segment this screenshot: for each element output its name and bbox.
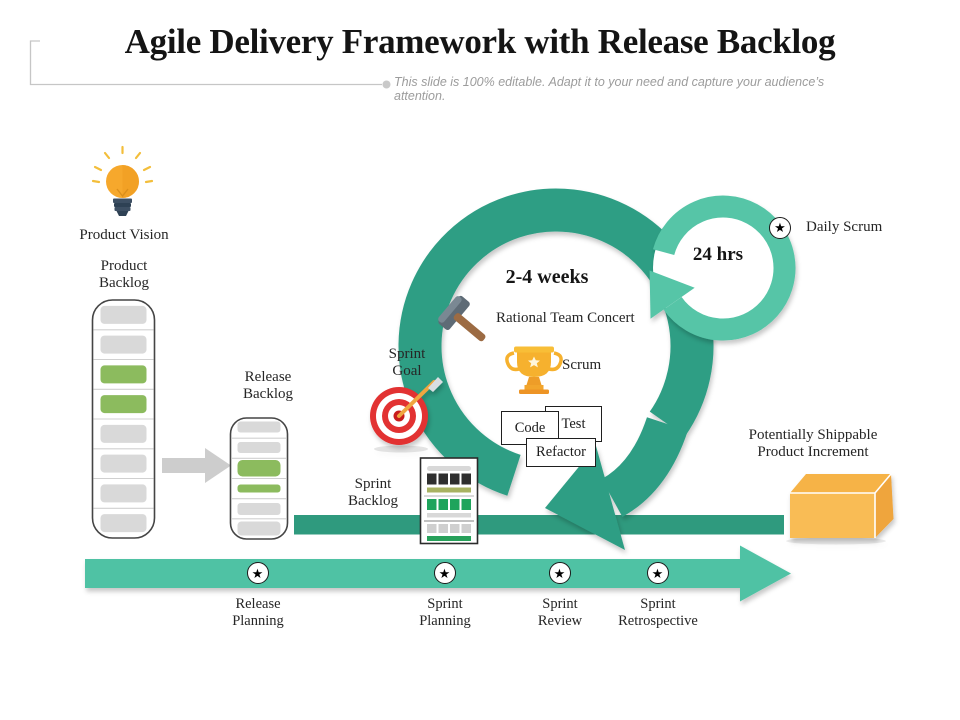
timeline-arrow bbox=[85, 545, 791, 602]
label-tool: Rational Team Concert bbox=[496, 310, 635, 326]
milestone-label-sprint-review: Sprint Review bbox=[537, 596, 583, 630]
label-product-backlog: Product Backlog bbox=[99, 258, 149, 292]
star-icon: ★ bbox=[651, 565, 664, 581]
arrow-icon bbox=[162, 448, 231, 483]
star-icon: ★ bbox=[774, 220, 786, 235]
label-release-backlog: Release Backlog bbox=[243, 369, 293, 403]
star-icon: ★ bbox=[438, 565, 451, 581]
document-icon bbox=[419, 457, 479, 545]
label-sprint-backlog: Sprint Backlog bbox=[348, 476, 398, 510]
label-daily-scrum: Daily Scrum bbox=[806, 219, 883, 235]
trophy-icon bbox=[505, 346, 563, 394]
page-title: Agile Delivery Framework with Release Ba… bbox=[124, 22, 836, 61]
label-framework: Scrum bbox=[562, 357, 602, 373]
label-sprint-duration: 2-4 weeks bbox=[505, 266, 589, 288]
label-sprint-goal: Sprint Goal bbox=[388, 346, 426, 380]
daily-cycle-ring bbox=[649, 195, 796, 341]
label-daily-duration: 24 hrs bbox=[692, 244, 744, 265]
milestone-label-release-planning: Release Planning bbox=[232, 596, 284, 630]
activity-refactor-label: Refactor bbox=[536, 444, 586, 460]
connector-bar bbox=[294, 515, 784, 535]
subtitle-text: This slide is 100% editable. Adapt it to… bbox=[394, 75, 825, 103]
box-icon bbox=[786, 473, 894, 545]
label-product-vision: Product Vision bbox=[79, 227, 169, 243]
milestone-star-badge-1: ★ bbox=[246, 562, 269, 584]
hammer-icon bbox=[438, 295, 486, 342]
star-icon: ★ bbox=[251, 565, 264, 581]
activity-test-label: Test bbox=[561, 415, 586, 432]
title-underline-decor bbox=[29, 40, 391, 89]
label-shippable-increment: Potentially Shippable Product Increment bbox=[748, 427, 878, 461]
product-backlog-panel bbox=[91, 299, 156, 539]
milestone-star-badge-2: ★ bbox=[433, 562, 456, 584]
milestone-star-badge-4: ★ bbox=[646, 562, 669, 584]
daily-scrum-star-badge: ★ bbox=[769, 216, 791, 239]
activity-code-label: Code bbox=[514, 419, 546, 436]
milestone-star-badge-3: ★ bbox=[548, 562, 571, 584]
milestone-label-sprint-planning: Sprint Planning bbox=[419, 596, 471, 630]
milestone-label-sprint-retrospective: Sprint Retrospective bbox=[618, 596, 698, 630]
activity-box-refactor: Refactor bbox=[526, 438, 596, 467]
target-icon bbox=[370, 377, 443, 453]
release-backlog-panel bbox=[229, 417, 289, 540]
star-icon: ★ bbox=[553, 565, 566, 581]
lightbulb-icon bbox=[91, 145, 154, 216]
